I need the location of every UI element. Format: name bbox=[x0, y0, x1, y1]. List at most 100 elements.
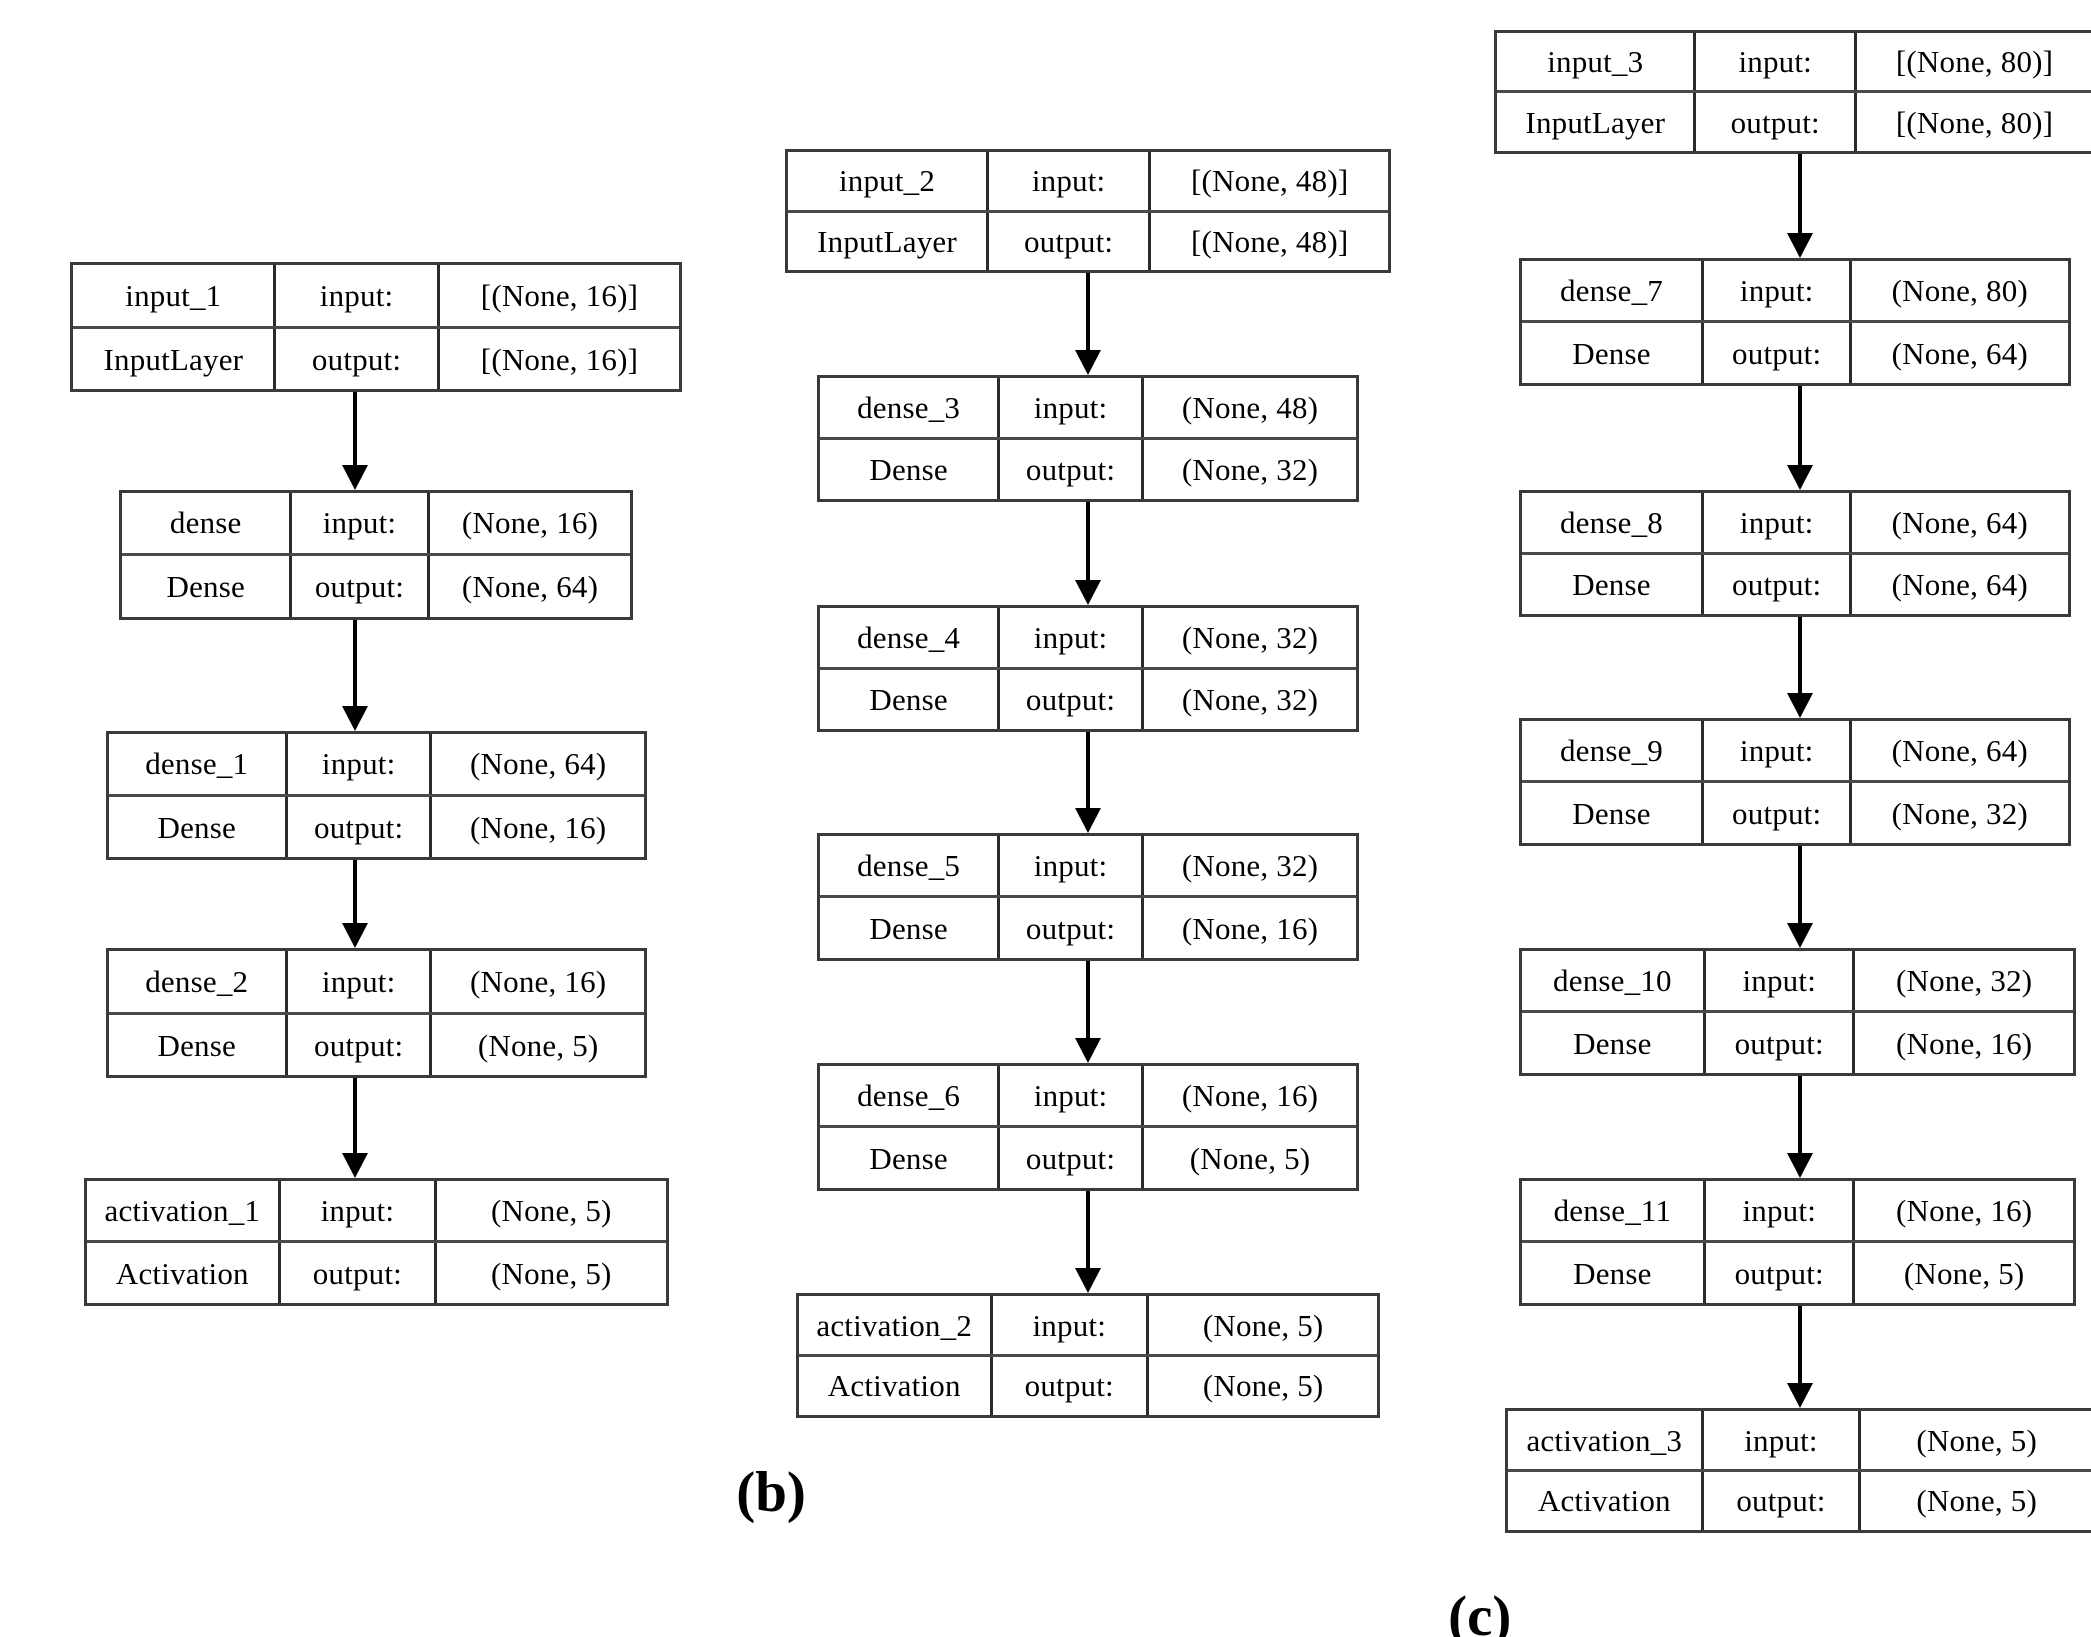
panel-caption-b: (b) bbox=[736, 1460, 806, 1524]
arrow-head-icon bbox=[1787, 923, 1814, 949]
arrow-shaft bbox=[1798, 616, 1803, 695]
output-label: output: bbox=[292, 556, 430, 617]
output-label: output: bbox=[288, 1014, 433, 1076]
connector-arrow-b-1 bbox=[1068, 273, 1108, 375]
panel-caption-c: (c) bbox=[1448, 1585, 1512, 1637]
output-label: output: bbox=[276, 328, 440, 390]
output-shape-value: (None, 5) bbox=[490, 1255, 612, 1291]
output-label: output: bbox=[1706, 1013, 1856, 1073]
arrow-shaft bbox=[352, 392, 357, 466]
input-shape-value: (None, 5) bbox=[1916, 1422, 2037, 1458]
layer-name: dense_4 bbox=[820, 607, 1000, 667]
output-shape-value: (None, 5) bbox=[1916, 1483, 2037, 1519]
arrow-head-icon bbox=[1787, 464, 1814, 490]
input-label: input: bbox=[1704, 492, 1852, 552]
output-shape-value: (None, 32) bbox=[1181, 681, 1319, 717]
output-shape-value: (None, 64) bbox=[461, 568, 599, 604]
layer-type: InputLayer bbox=[788, 212, 990, 271]
layer-type: Dense bbox=[122, 556, 293, 617]
connector-arrow-b-2 bbox=[1068, 501, 1108, 605]
arrow-shaft bbox=[1798, 1075, 1803, 1155]
input-label: input: bbox=[1704, 1411, 1862, 1470]
input-shape-value: (None, 32) bbox=[1181, 619, 1319, 655]
layer-type: Dense bbox=[820, 1128, 1000, 1188]
input-label: input: bbox=[993, 1296, 1149, 1355]
arrow-shaft bbox=[1798, 385, 1803, 466]
connector-arrow-a-1 bbox=[335, 392, 375, 490]
output-shape-value: (None, 32) bbox=[1181, 451, 1319, 487]
output-label: output: bbox=[1000, 669, 1145, 729]
output-label: output: bbox=[1000, 898, 1145, 958]
input-label: input: bbox=[288, 733, 433, 794]
input-label: input: bbox=[1696, 32, 1858, 91]
input-shape-value: [(None, 48)] bbox=[1191, 163, 1349, 199]
layer-name: dense_5 bbox=[820, 836, 1000, 896]
output-shape-value: [(None, 80)] bbox=[1895, 104, 2054, 140]
connector-arrow-a-2 bbox=[335, 619, 375, 731]
input-label: input: bbox=[1000, 377, 1145, 437]
output-shape-value: (None, 5) bbox=[477, 1027, 599, 1063]
input-shape-value: (None, 64) bbox=[1891, 504, 2028, 540]
input-shape-value: [(None, 80)] bbox=[1895, 44, 2054, 80]
input-shape-value: (None, 80) bbox=[1891, 273, 2028, 309]
layer-type: InputLayer bbox=[1497, 93, 1697, 152]
connector-arrow-c-1 bbox=[1780, 154, 1820, 259]
arrow-head-icon bbox=[1787, 1153, 1814, 1179]
arrow-head-icon bbox=[1075, 349, 1102, 375]
input-shape-value: (None, 16) bbox=[1181, 1078, 1319, 1114]
connector-arrow-c-4 bbox=[1780, 845, 1820, 949]
input-label: input: bbox=[1000, 607, 1145, 667]
connector-arrow-b-4 bbox=[1068, 960, 1108, 1064]
layer-name: dense_1 bbox=[109, 733, 288, 794]
connector-arrow-c-6 bbox=[1780, 1305, 1820, 1409]
layer-name: activation_1 bbox=[87, 1181, 281, 1241]
layer-type: Dense bbox=[1522, 783, 1705, 843]
input-shape-value: (None, 32) bbox=[1896, 963, 2033, 999]
layer-type: Dense bbox=[1522, 1243, 1707, 1303]
arrow-shaft bbox=[1086, 273, 1091, 351]
input-label: input: bbox=[288, 951, 433, 1012]
layer-type: Dense bbox=[109, 1014, 288, 1076]
layer-type: Dense bbox=[1522, 323, 1705, 383]
arrow-head-icon bbox=[1075, 808, 1102, 834]
layer-type: Dense bbox=[820, 439, 1000, 499]
output-shape-value: (None, 32) bbox=[1891, 795, 2028, 831]
arrow-head-icon bbox=[1787, 693, 1814, 719]
layer-name: dense_6 bbox=[820, 1066, 1000, 1126]
layer-name: input_1 bbox=[73, 265, 277, 326]
connector-arrow-b-5 bbox=[1068, 1190, 1108, 1294]
arrow-head-icon bbox=[1075, 1268, 1102, 1294]
arrow-head-icon bbox=[341, 1153, 368, 1179]
output-label: output: bbox=[1000, 1128, 1145, 1188]
